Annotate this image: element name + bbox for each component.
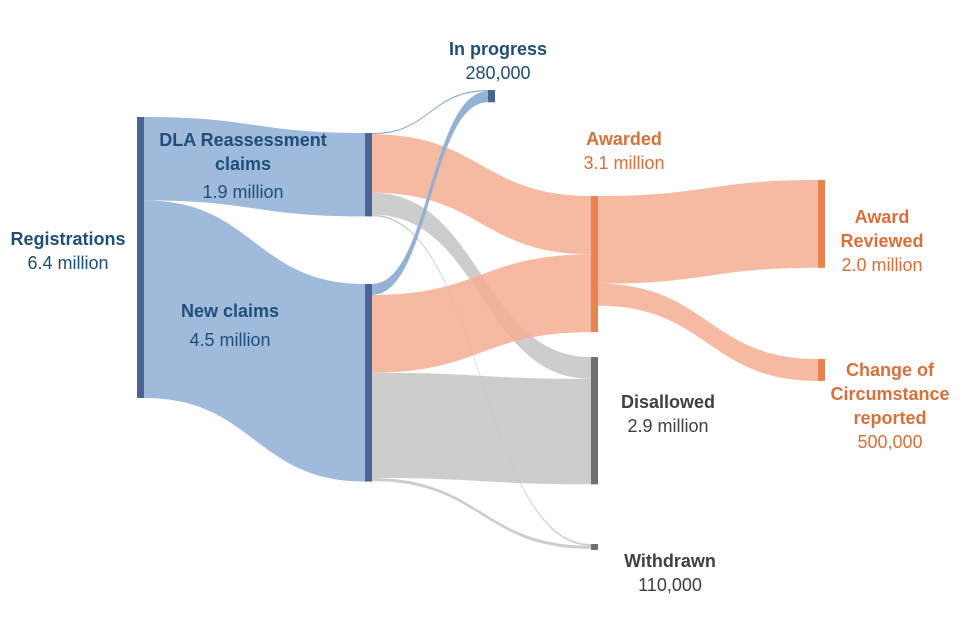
node-disallowed: [591, 357, 598, 485]
label-withdrawn: Withdrawn 110,000: [624, 549, 716, 597]
node-value: 4.5 million: [189, 330, 271, 350]
node-new_claims: [365, 284, 372, 482]
label-award-reviewed: Award Reviewed 2.0 million: [840, 205, 923, 277]
node-value: 1.9 million: [202, 182, 284, 202]
link-dla-to-awarded: [372, 134, 591, 255]
link-registrations-to-new_claims: [144, 200, 365, 482]
link-dla-to-in_progress: [372, 90, 488, 135]
node-value: 2.9 million: [627, 416, 709, 436]
node-registrations: [137, 117, 144, 398]
node-title: Change of: [846, 360, 934, 380]
node-awarded: [591, 196, 598, 333]
node-title: Disallowed: [620, 392, 716, 412]
node-title: claims: [214, 154, 272, 174]
link-awarded-to-award_reviewed: [598, 180, 818, 284]
node-title: Registrations: [10, 229, 126, 249]
node-title: New claims: [180, 301, 280, 321]
node-title: In progress: [448, 39, 548, 59]
label-new-claims: New claims 4.5 million: [181, 299, 279, 352]
node-title: Circumstance: [830, 384, 950, 404]
node-change: [818, 359, 825, 381]
link-new_claims-to-awarded: [372, 254, 591, 373]
node-title: Awarded: [586, 129, 662, 149]
node-value: 6.4 million: [27, 253, 109, 273]
node-title: Award: [854, 207, 910, 227]
link-new_claims-to-disallowed: [372, 372, 591, 485]
node-title: reported: [853, 408, 927, 428]
node-value: 500,000: [857, 432, 923, 452]
link-new_claims-to-withdrawn: [372, 478, 591, 549]
node-value: 3.1 million: [583, 153, 665, 173]
node-value: 2.0 million: [841, 255, 923, 275]
node-dla: [365, 133, 372, 217]
node-title: DLA Reassessment: [159, 130, 327, 150]
label-registrations: Registrations 6.4 million: [10, 227, 125, 275]
link-registrations-to-dla: [144, 117, 365, 217]
node-award_reviewed: [818, 180, 825, 268]
node-title: Reviewed: [840, 231, 924, 251]
node-title: Withdrawn: [624, 551, 716, 571]
node-value: 110,000: [638, 575, 702, 595]
node-withdrawn: [591, 544, 598, 550]
link-new_claims-to-in_progress: [372, 91, 488, 295]
label-awarded: Awarded 3.1 million: [583, 127, 664, 175]
label-disallowed: Disallowed 2.9 million: [621, 390, 715, 438]
node-in_progress: [488, 90, 495, 103]
label-in-progress: In progress 280,000: [449, 37, 547, 85]
link-awarded-to-change: [598, 283, 818, 381]
node-value: 280,000: [465, 63, 531, 83]
label-change-of-circumstance: Change of Circumstance reported 500,000: [830, 358, 949, 454]
label-dla: DLA Reassessment claims 1.9 million: [159, 128, 326, 204]
